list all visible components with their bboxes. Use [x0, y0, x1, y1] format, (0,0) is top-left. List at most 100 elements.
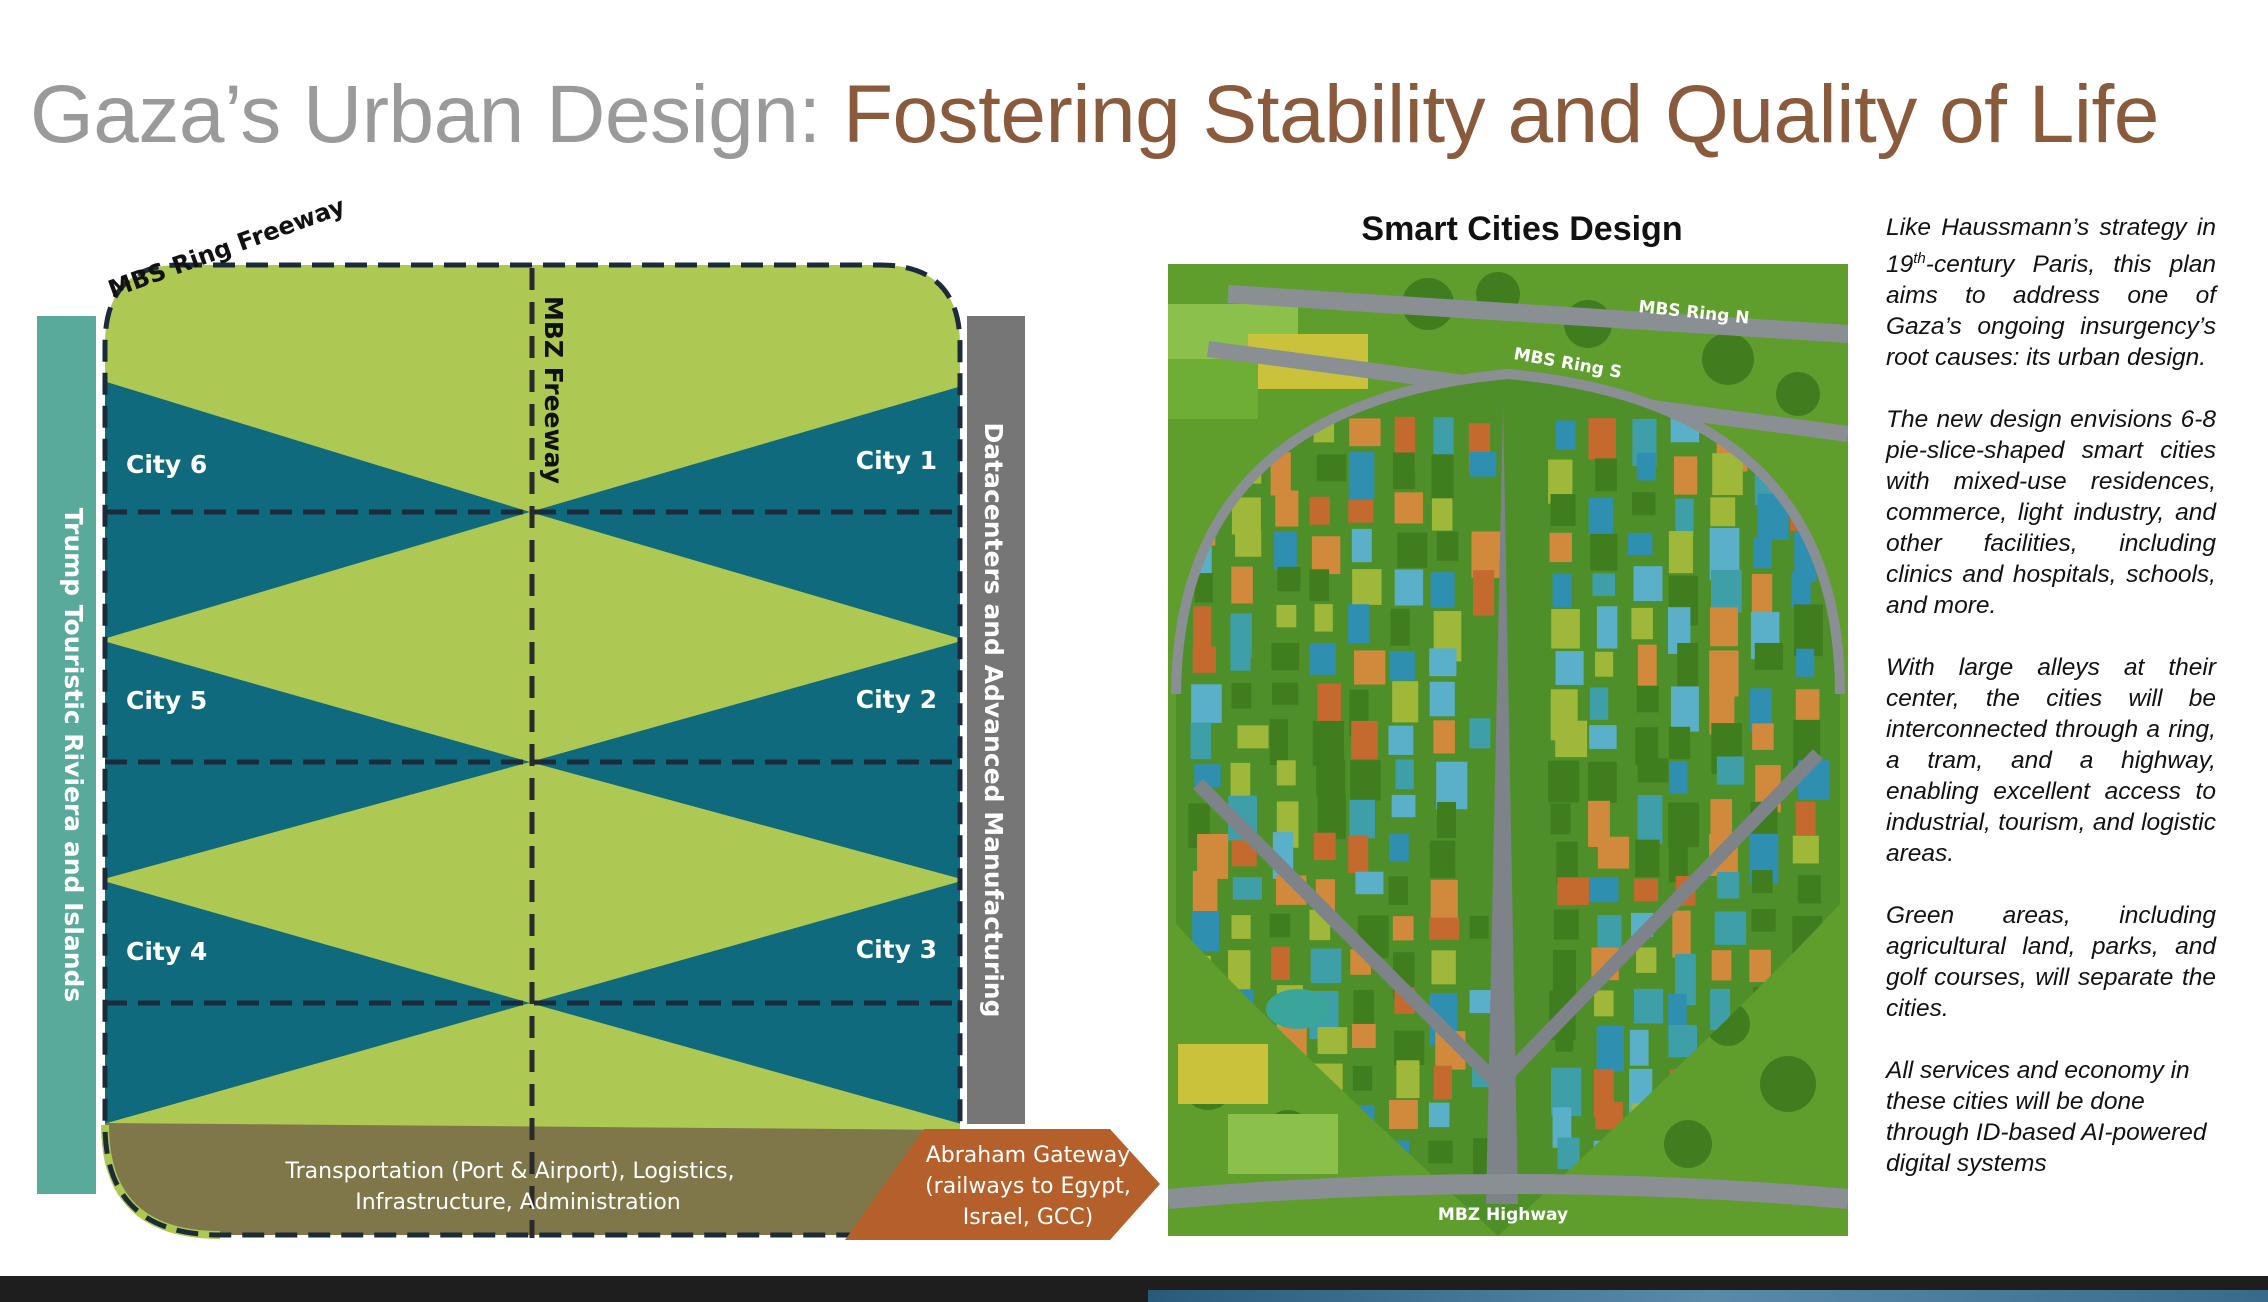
building — [1557, 877, 1590, 906]
building — [1632, 492, 1656, 516]
building — [1717, 871, 1740, 899]
field-top-3 — [1168, 359, 1258, 419]
building — [1271, 682, 1299, 705]
building — [1592, 573, 1615, 597]
building — [1675, 498, 1694, 537]
building — [1669, 726, 1691, 760]
building — [1672, 910, 1691, 958]
building — [1349, 418, 1381, 447]
building — [1430, 572, 1455, 608]
building — [1388, 1099, 1418, 1129]
building — [1753, 537, 1772, 569]
building — [1311, 536, 1341, 575]
building — [1271, 946, 1290, 980]
tree — [1776, 372, 1820, 416]
building — [1231, 497, 1261, 535]
building — [1796, 648, 1815, 677]
building — [1549, 532, 1572, 563]
building — [1550, 803, 1571, 835]
mbz-highway-road — [1168, 1174, 1848, 1209]
building — [1235, 530, 1262, 557]
building — [1594, 990, 1614, 1017]
building — [1269, 719, 1288, 765]
paragraph-green: Green areas, including agricultural land… — [1886, 902, 2216, 1023]
building — [1553, 909, 1579, 940]
gateway-label-line2: (railways to Egypt, — [925, 1174, 1131, 1199]
building — [1636, 452, 1656, 481]
building — [1231, 682, 1252, 709]
building — [1793, 604, 1823, 657]
building — [1392, 681, 1419, 723]
building — [1628, 532, 1653, 555]
building — [1635, 727, 1659, 765]
building — [1314, 604, 1333, 632]
building — [1394, 569, 1424, 606]
building — [1636, 685, 1659, 713]
building — [1394, 492, 1423, 524]
building — [1352, 569, 1382, 605]
building — [1556, 841, 1578, 884]
central-avenue — [1486, 404, 1518, 1204]
building — [1749, 688, 1772, 732]
building — [1555, 720, 1588, 758]
building — [1555, 651, 1584, 685]
title-part-gray: Gaza’s Urban Design: — [30, 69, 843, 160]
building — [1714, 911, 1747, 945]
building — [1310, 948, 1342, 984]
building — [1389, 833, 1409, 862]
field-bottom-2 — [1228, 1114, 1338, 1174]
city-6-label: City 6 — [126, 450, 207, 479]
building — [1675, 953, 1696, 1006]
building — [1313, 832, 1336, 861]
building — [1668, 1025, 1698, 1058]
building — [1716, 756, 1745, 785]
building — [1469, 452, 1497, 477]
park-pond — [1266, 989, 1330, 1029]
building — [1317, 683, 1342, 726]
building — [1589, 687, 1609, 720]
building — [1428, 1140, 1453, 1164]
building — [1710, 607, 1738, 647]
paragraph-design: The new design envisions 6-8 pie-slice-s… — [1886, 406, 2216, 620]
building — [1469, 915, 1489, 939]
building — [1668, 531, 1693, 574]
building — [1752, 723, 1774, 750]
building — [1431, 454, 1454, 501]
city-ring-road — [1171, 368, 1845, 695]
building — [1754, 642, 1784, 670]
building — [1350, 760, 1381, 801]
building — [1550, 494, 1576, 526]
description-column: Like Haussmann’s strategy in 19th-centur… — [1886, 212, 2216, 1210]
building — [1316, 759, 1346, 796]
transport-zone — [105, 1123, 960, 1235]
building — [1633, 988, 1664, 1024]
building — [1595, 458, 1617, 492]
city-2-label: City 2 — [856, 685, 937, 714]
left-riviera-label: Trump Touristic Riviera and Islands — [59, 508, 88, 1003]
building — [1192, 646, 1216, 673]
building — [1557, 1137, 1580, 1170]
building — [1636, 947, 1657, 973]
building — [1232, 877, 1262, 900]
building — [1351, 720, 1378, 760]
title-part-brown: Fostering Stability and Quality of Life — [842, 69, 2159, 160]
building — [1355, 871, 1384, 895]
building — [1596, 606, 1618, 649]
ring-road-north — [1227, 285, 1848, 343]
building — [1390, 608, 1410, 646]
building — [1589, 876, 1619, 903]
building — [1595, 651, 1614, 677]
building — [1588, 497, 1613, 537]
building — [1193, 606, 1212, 658]
building — [1270, 452, 1291, 496]
building — [1388, 725, 1414, 755]
building — [1631, 607, 1653, 640]
building — [1192, 910, 1220, 952]
building — [1792, 835, 1819, 864]
building — [1316, 454, 1347, 482]
building — [1637, 795, 1663, 844]
building — [1430, 879, 1458, 921]
building — [1190, 722, 1211, 760]
field-bottom-1 — [1178, 1044, 1268, 1104]
paragraph-haussmann: Like Haussmann’s strategy in 19th-centur… — [1886, 212, 2216, 373]
